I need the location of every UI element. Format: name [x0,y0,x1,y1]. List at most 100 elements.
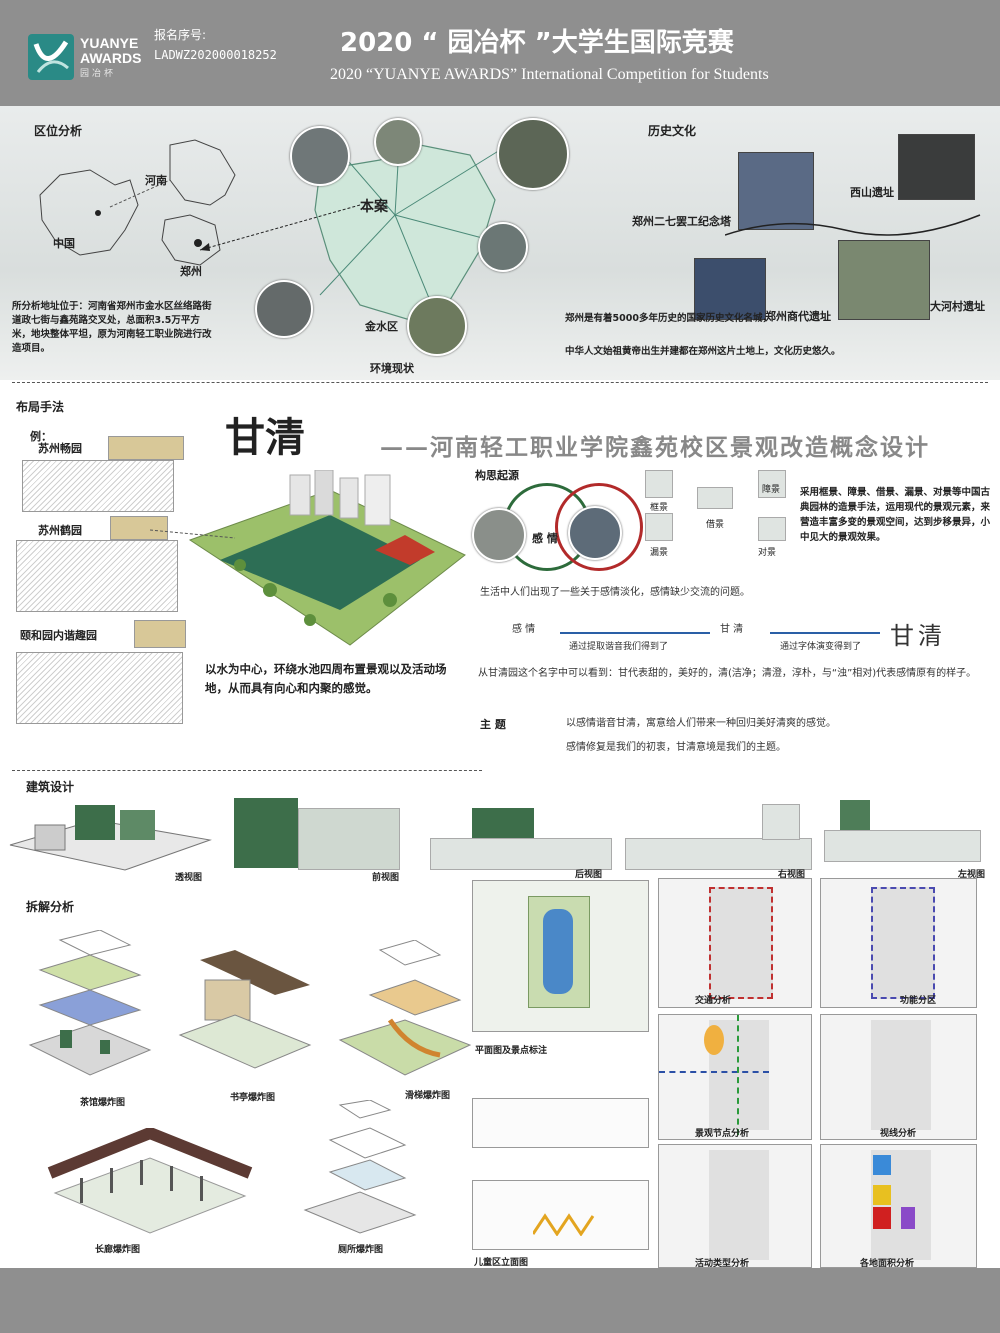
book-pavilion-explode [178,950,312,1069]
architecture-heading: 建筑设计 [26,780,75,794]
method-icon-frame [645,470,673,498]
heyuan-sketch [16,540,178,612]
toilet-explode [303,1100,417,1234]
explode-slide: 滑梯爆炸图 [405,1091,451,1101]
analysis-traffic [658,878,812,1008]
method-frame: 框景 [650,503,669,513]
photo-dahe-site [838,240,930,320]
explode-toilet: 厕所爆炸图 [338,1245,384,1255]
logo-wordmark: YUANYE AWARDS [80,35,142,66]
traffic-route [709,887,773,999]
photo-erqi-tower [738,152,814,230]
right-view-body [625,838,812,870]
view-right: 右视图 [778,870,806,880]
kids-elevation [472,1180,649,1250]
heyuan-plan [110,516,168,540]
elevation-panel-1 [472,1098,649,1148]
rear-view-body [430,838,612,870]
right-view-tower [762,804,800,840]
area-block-yellow [873,1185,891,1205]
status-photo-3 [497,118,569,190]
node-axis-h [659,1071,769,1073]
aerial-render [188,470,466,646]
status-photo-6 [407,296,467,356]
area-block-red [873,1207,891,1229]
analysis-area-label: 各地面积分析 [860,1259,915,1269]
competition-title-en: 2020 “YUANYE AWARDS” International Compe… [330,66,769,83]
status-photo-5 [255,280,313,338]
method-icon-borrow [697,487,733,509]
node-marker [704,1025,724,1055]
xiequyuan-plan [134,620,186,648]
layout-conclusion: 以水为中心，环绕水池四周布置景观以及活动场地，从而具有向心和内聚的感觉。 [205,662,447,695]
history-heading: 历史文化 [648,124,697,138]
explode-heading: 拆解分析 [26,900,75,914]
location-description: 所分析地址位于：河南省郑州市金水区丝络路街道政七街与鑫苑路交叉处，总面积3.5万… [12,301,212,354]
site-plan-pond [543,909,573,994]
rear-view-green [472,808,534,838]
example-changyuan: 苏州畅园 [38,442,82,455]
flow-glyph: 甘清 [890,622,946,650]
theme-line-2: 感情修复是我们的初衷，甘清意境是我们的主题。 [566,742,786,753]
flow-note-2: 通过字体演变得到了 [780,642,862,652]
label-shang-site: 郑州商代遗址 [765,310,831,323]
method-borrow: 借景 [706,520,725,530]
method-icon-barrier [758,470,786,498]
competition-title-cn: 2020 “ 园冶杯 ”大学生国际竞赛 [340,28,734,58]
concept-photo-ink [472,508,526,562]
footer-band [0,1268,1000,1333]
status-photo-2 [374,118,422,166]
location-maps [39,139,236,266]
view-rear: 后视图 [575,870,603,880]
view-perspective: 透视图 [175,873,203,883]
analysis-activity [658,1144,812,1268]
method-barrier: 障景 [762,485,781,495]
left-view-green [840,800,870,830]
label-dahe-site: 大河村遗址 [930,300,985,313]
name-meaning: 从甘清园这个名字中可以看到：甘代表甜的，美好的，清(洁净；清澄，淳朴，与“浊”相… [478,668,977,679]
analysis-nodes-label: 景观节点分析 [695,1129,750,1139]
label-erqi-tower: 郑州二七罢工纪念塔 [632,215,731,228]
view-left: 左视图 [958,870,986,880]
yuanye-logo-icon [28,34,74,80]
label-china: 中国 [53,237,75,250]
analysis-function-label: 功能分区 [900,996,937,1006]
front-view-body [298,808,400,870]
problem-statement: 生活中人们出现了一些关于感情淡化，感情缺少交流的问题。 [480,587,750,598]
xiequyuan-sketch [16,652,183,724]
analysis-traffic-label: 交通分析 [695,996,732,1006]
section-divider-1 [12,382,988,383]
analysis-sightline-label: 视线分析 [880,1129,917,1139]
analysis-activity-label: 活动类型分析 [695,1259,750,1269]
label-campus: 本案 [360,199,388,215]
registration-label: 报名序号: [154,28,207,42]
explode-teahouse: 茶馆爆炸图 [80,1098,126,1108]
project-title: 甘清 [225,414,305,461]
header-band [0,0,1000,106]
analysis-nodes [658,1014,812,1140]
teahouse-explode [28,930,152,1076]
perspective-view [9,805,212,871]
method-icon-opposite [758,517,786,541]
method-leak: 漏景 [650,548,669,558]
label-zhengzhou: 郑州 [180,265,202,278]
history-description-2: 中华人文始祖黄帝出生并建都在郑州这片土地上，文化历史悠久。 [565,346,841,357]
example-label: 例： [30,430,52,443]
analysis-sightline [820,1014,977,1140]
label-environment-status: 环境现状 [370,362,414,375]
theme-label: 主 题 [480,718,506,731]
status-photo-4 [478,222,528,272]
history-description-1: 郑州是有着5000多年历史的国家历史文化名城， [565,313,772,324]
activity-map [709,1150,769,1260]
methods-description: 采用框景、障景、借景、漏景、对景等中国古典园林的造景手法，运用现代的景观元素，来… [800,487,991,543]
example-heyuan: 苏州鹤园 [38,524,82,537]
flow-arrow-2 [770,632,880,634]
registration-number: LADWZ202000018252 [154,48,277,62]
label-district: 金水区 [365,320,398,333]
site-plan [472,880,649,1032]
concept-heading: 构思起源 [475,469,519,482]
status-photo-1 [290,126,350,186]
method-icon-leak [645,513,673,541]
location-pointer [199,204,361,251]
flow-arrow-1 [560,632,710,634]
